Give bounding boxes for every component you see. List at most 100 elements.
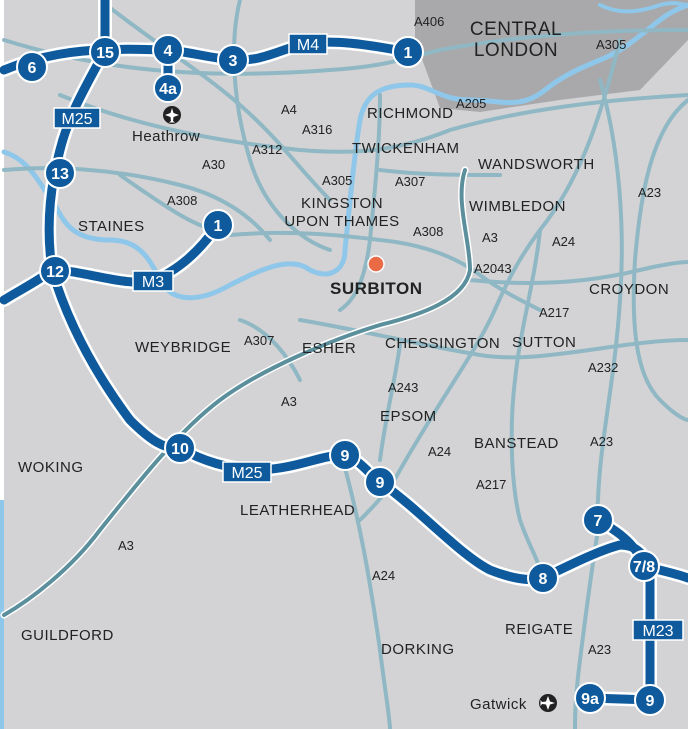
svg-text:13: 13 <box>51 166 69 183</box>
junction-8: 8 <box>527 562 559 594</box>
road-label-a3-top: A3 <box>482 230 498 245</box>
road-label-a24-mid: A24 <box>428 444 451 459</box>
svg-text:9: 9 <box>646 693 655 710</box>
label-woking: WOKING <box>18 459 84 476</box>
map-left-border <box>0 0 4 729</box>
svg-text:1: 1 <box>214 218 223 235</box>
svg-text:6: 6 <box>28 60 37 77</box>
label-sutton: SUTTON <box>512 334 576 351</box>
label-reigate: REIGATE <box>505 621 573 638</box>
label-wimbledon: WIMBLEDON <box>469 198 566 215</box>
svg-text:M25: M25 <box>231 465 262 482</box>
airplane-icon <box>163 106 181 124</box>
road-label-a307-left: A307 <box>244 333 274 348</box>
land-area <box>4 0 688 729</box>
road-label-a308-left: A308 <box>167 193 197 208</box>
junction-9-m23: 9 <box>634 684 666 716</box>
junction-10: 10 <box>164 432 196 464</box>
svg-text:8: 8 <box>539 571 548 588</box>
junction-15: 15 <box>89 36 121 68</box>
label-dorking: DORKING <box>381 641 455 658</box>
road-label-a205: A205 <box>456 96 486 111</box>
road-label-a24-top: A24 <box>552 234 575 249</box>
road-label-a243: A243 <box>388 380 418 395</box>
road-label-a3-low: A3 <box>118 538 134 553</box>
label-epsom: EPSOM <box>380 408 437 425</box>
road-label-a406: A406 <box>414 14 444 29</box>
road-label-a23-low: A23 <box>588 642 611 657</box>
junction-6: 6 <box>16 51 48 83</box>
road-label-a2043: A2043 <box>474 261 512 276</box>
label-wandsworth: WANDSWORTH <box>478 156 595 173</box>
river-tributary <box>598 1 688 14</box>
svg-text:15: 15 <box>96 45 114 62</box>
motorway-label-m3: M3 <box>132 270 174 292</box>
svg-text:M4: M4 <box>297 37 319 54</box>
label-heathrow: Heathrow <box>132 128 200 145</box>
junction-9-m25: 9 <box>329 439 361 471</box>
road-label-a24-low: A24 <box>372 568 395 583</box>
svg-text:7/8: 7/8 <box>633 559 655 576</box>
road-label-a217-top: A217 <box>539 305 569 320</box>
label-staines: STAINES <box>78 218 145 235</box>
label-guildford: GUILDFORD <box>21 627 114 644</box>
label-weybridge: WEYBRIDGE <box>135 339 231 356</box>
location-dot-icon <box>367 255 385 273</box>
road-label-a217-mid: A217 <box>476 477 506 492</box>
motorway-label-m25-top: M25 <box>53 107 101 129</box>
junction-3: 3 <box>217 44 249 76</box>
svg-text:7: 7 <box>594 513 603 530</box>
road-label-a23-top: A23 <box>638 185 661 200</box>
svg-text:M3: M3 <box>142 274 164 291</box>
motorway-label-m25-bottom: M25 <box>222 461 272 483</box>
label-banstead: BANSTEAD <box>474 435 559 452</box>
junction-13: 13 <box>44 157 76 189</box>
svg-text:1: 1 <box>404 45 413 62</box>
label-central-london-line1: CENTRAL <box>470 19 562 40</box>
label-twickenham: TWICKENHAM <box>352 140 460 157</box>
road-label-a308-right: A308 <box>413 224 443 239</box>
road-label-a3-mid: A3 <box>281 394 297 409</box>
road-label-a307-top: A307 <box>395 174 425 189</box>
road-label-a30: A30 <box>202 157 225 172</box>
svg-text:M25: M25 <box>61 111 92 128</box>
svg-text:M23: M23 <box>642 623 673 640</box>
road-label-a316: A316 <box>302 122 332 137</box>
junction-7: 7 <box>582 504 614 536</box>
label-central-london-line2: LONDON <box>474 40 558 61</box>
junction-4: 4 <box>152 34 184 66</box>
label-croydon: CROYDON <box>589 281 669 298</box>
label-kingston-line2: UPON THAMES <box>284 213 399 230</box>
svg-text:12: 12 <box>46 264 64 281</box>
motorway-label-m23: M23 <box>632 619 684 641</box>
junction-9-a24: 9 <box>364 466 396 498</box>
a3-trunk-road-core <box>2 168 472 617</box>
road-label-a4: A4 <box>281 102 297 117</box>
label-esher: ESHER <box>302 340 356 357</box>
junction-7-8: 7/8 <box>628 550 660 582</box>
junction-1-m4: 1 <box>392 36 424 68</box>
svg-text:9: 9 <box>376 475 385 492</box>
svg-text:9: 9 <box>341 448 350 465</box>
road-label-a312: A312 <box>252 142 282 157</box>
svg-text:3: 3 <box>229 53 238 70</box>
label-gatwick: Gatwick <box>470 696 527 713</box>
svg-text:4: 4 <box>164 43 173 60</box>
svg-text:4a: 4a <box>159 81 177 98</box>
junction-1-m3: 1 <box>202 209 234 241</box>
label-leatherhead: LEATHERHEAD <box>240 502 355 519</box>
svg-text:10: 10 <box>171 441 189 458</box>
central-london-area <box>415 0 688 112</box>
airplane-icon <box>539 694 557 712</box>
road-label-a23-mid: A23 <box>590 434 613 449</box>
river-thames <box>1 2 688 301</box>
motorway-label-m4: M4 <box>288 33 328 55</box>
label-kingston-line1: KINGSTON <box>301 195 383 212</box>
label-surbiton: SURBITON <box>330 279 422 298</box>
junction-4a: 4a <box>153 73 183 103</box>
road-label-a305: A305 <box>322 173 352 188</box>
svg-text:9a: 9a <box>581 691 599 708</box>
label-chessington: CHESSINGTON <box>385 335 500 352</box>
